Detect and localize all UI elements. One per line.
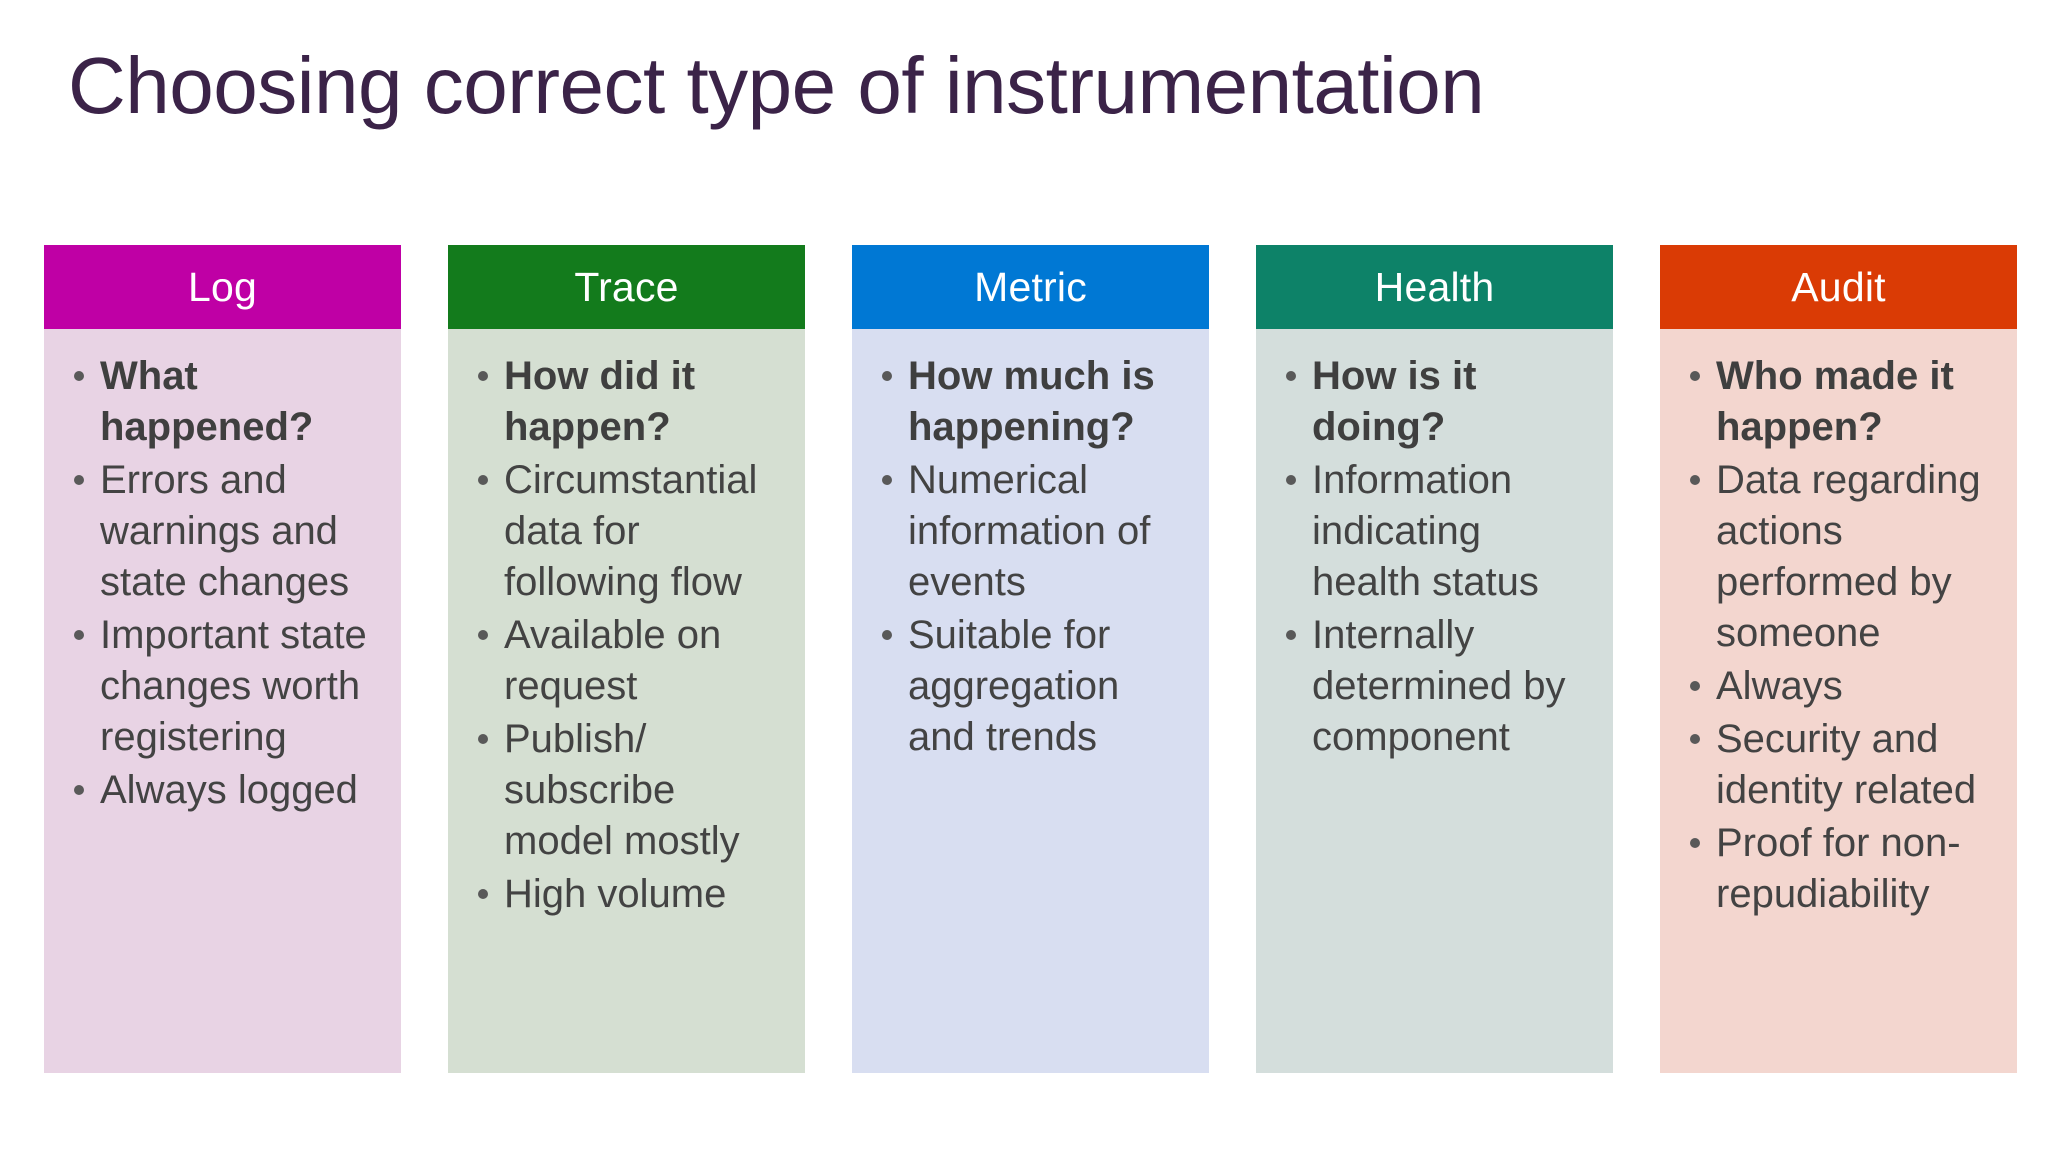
list-item-label: Available on request <box>504 613 722 708</box>
bullet-dot-icon <box>1690 371 1700 381</box>
bullet-dot-icon <box>1286 475 1296 485</box>
bullet-dot-icon <box>1690 681 1700 691</box>
list-item: What happened? <box>68 351 385 453</box>
list-item-label: Internally determined by component <box>1312 613 1566 759</box>
bullet-dot-icon <box>478 734 488 744</box>
bullet-dot-icon <box>478 475 488 485</box>
list-item: Data regarding actions performed by some… <box>1684 455 2001 659</box>
column-header-label: Health <box>1374 263 1495 310</box>
list-item: Internally determined by component <box>1280 610 1597 763</box>
bullet-dot-icon <box>74 371 84 381</box>
column-header-log: Log <box>44 245 401 329</box>
list-item: High volume <box>472 869 789 920</box>
list-item-label: Information indicating health status <box>1312 458 1539 604</box>
list-item: Available on request <box>472 610 789 712</box>
bullet-dot-icon <box>882 630 892 640</box>
list-item: Who made it happen? <box>1684 351 2001 453</box>
column-body-log: What happened?Errors and warnings and st… <box>44 329 401 1073</box>
bullet-dot-icon <box>1690 838 1700 848</box>
bullet-dot-icon <box>478 371 488 381</box>
list-item: How did it happen? <box>472 351 789 453</box>
bullet-dot-icon <box>478 630 488 640</box>
list-item: Numerical information of events <box>876 455 1193 608</box>
list-item-label: Proof for non-repudiability <box>1716 821 1961 916</box>
column-header-label: Metric <box>974 263 1087 310</box>
list-item-label: Important state changes worth registerin… <box>100 613 367 759</box>
list-item-label: Data regarding actions performed by some… <box>1716 458 1981 655</box>
bullet-dot-icon <box>882 475 892 485</box>
list-item-label: Security and identity related <box>1716 717 1977 812</box>
bullet-dot-icon <box>74 785 84 795</box>
list-item-label: Always <box>1716 664 1843 708</box>
column-header-health: Health <box>1256 245 1613 329</box>
column-body-health: How is it doing?Information indicating h… <box>1256 329 1613 1073</box>
column-header-label: Trace <box>574 263 679 310</box>
column-header-trace: Trace <box>448 245 805 329</box>
column-header-audit: Audit <box>1660 245 2017 329</box>
list-item-label: Errors and warnings and state changes <box>100 458 350 604</box>
list-item: Errors and warnings and state changes <box>68 455 385 608</box>
bullet-dot-icon <box>882 371 892 381</box>
bullet-dot-icon <box>74 630 84 640</box>
list-item: Security and identity related <box>1684 714 2001 816</box>
list-item: How is it doing? <box>1280 351 1597 453</box>
list-item: Important state changes worth registerin… <box>68 610 385 763</box>
list-item-label: High volume <box>504 872 727 916</box>
list-item: Information indicating health status <box>1280 455 1597 608</box>
list-item: Circumstantial data for following flow <box>472 455 789 608</box>
page-title: Choosing correct type of instrumentation <box>68 41 1485 130</box>
list-item-label: What happened? <box>100 354 314 449</box>
bullet-list: How did it happen?Circumstantial data fo… <box>472 351 789 920</box>
bullet-dot-icon <box>1286 371 1296 381</box>
column-body-metric: How much is happening?Numerical informat… <box>852 329 1209 1073</box>
bullet-dot-icon <box>478 889 488 899</box>
list-item-label: Always logged <box>100 768 358 812</box>
list-item-label: Numerical information of events <box>908 458 1151 604</box>
list-item-label: How much is happening? <box>908 354 1155 449</box>
column-body-audit: Who made it happen?Data regarding action… <box>1660 329 2017 1073</box>
bullet-list: How is it doing?Information indicating h… <box>1280 351 1597 763</box>
bullet-dot-icon <box>1286 630 1296 640</box>
bullet-list: What happened?Errors and warnings and st… <box>68 351 385 816</box>
list-item-label: Circumstantial data for following flow <box>504 458 758 604</box>
list-item: Always <box>1684 661 2001 712</box>
list-item-label: How did it happen? <box>504 354 696 449</box>
list-item-label: Publish/ subscribe model mostly <box>504 717 740 863</box>
column-header-label: Log <box>187 263 257 310</box>
bullet-dot-icon <box>1690 475 1700 485</box>
list-item: Always logged <box>68 765 385 816</box>
column-body-trace: How did it happen?Circumstantial data fo… <box>448 329 805 1073</box>
bullet-dot-icon <box>74 475 84 485</box>
list-item: Publish/ subscribe model mostly <box>472 714 789 867</box>
list-item: Suitable for aggregation and trends <box>876 610 1193 763</box>
bullet-dot-icon <box>1690 734 1700 744</box>
bullet-list: Who made it happen?Data regarding action… <box>1684 351 2001 920</box>
list-item: How much is happening? <box>876 351 1193 453</box>
column-header-label: Audit <box>1791 263 1886 310</box>
list-item-label: How is it doing? <box>1312 354 1477 449</box>
list-item-label: Who made it happen? <box>1716 354 1954 449</box>
list-item: Proof for non-repudiability <box>1684 818 2001 920</box>
list-item-label: Suitable for aggregation and trends <box>908 613 1120 759</box>
bullet-list: How much is happening?Numerical informat… <box>876 351 1193 763</box>
column-header-metric: Metric <box>852 245 1209 329</box>
